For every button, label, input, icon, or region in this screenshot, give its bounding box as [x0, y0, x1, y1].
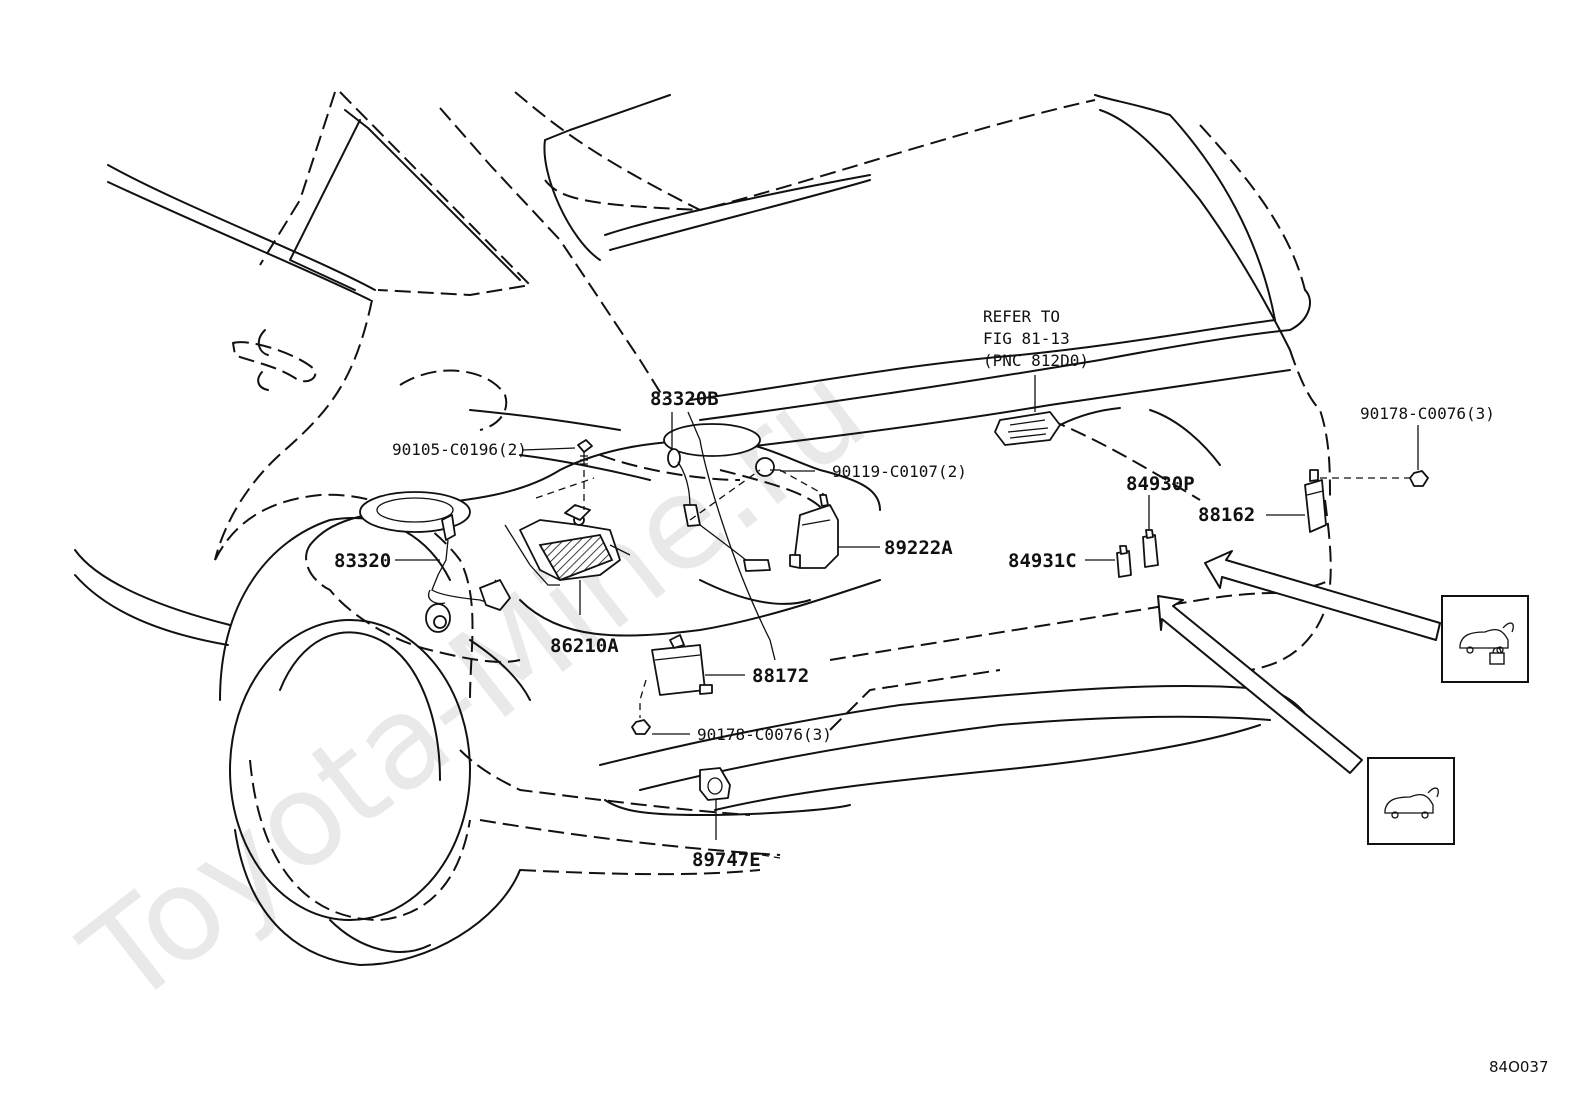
- fuel-tank: [305, 369, 881, 663]
- label-88162: 88162: [1198, 504, 1255, 526]
- figure-id: 84O037: [1489, 1058, 1549, 1076]
- reference-line-1: REFER TO: [983, 307, 1060, 326]
- sensor-89747E: [699, 767, 781, 859]
- leader-lines: [395, 375, 1419, 840]
- label-84931C: 84931C: [1008, 550, 1077, 572]
- label-88172: 88172: [752, 665, 809, 687]
- view-arrows: [1157, 550, 1441, 774]
- label-84930P: 84930P: [1126, 473, 1195, 495]
- module-88172: [639, 634, 713, 718]
- sensor-83320B: [667, 448, 771, 572]
- label-90178-lower: 90178-C0076(3): [697, 725, 832, 744]
- switch-84930P: [1142, 529, 1159, 568]
- reference-line-2: FIG 81-13: [983, 329, 1070, 348]
- module-88162: [1304, 469, 1415, 533]
- label-90178-upper: 90178-C0076(3): [1360, 404, 1495, 423]
- bolt-90119: [689, 457, 826, 521]
- label-83320: 83320: [334, 550, 391, 572]
- label-90105: 90105-C0196(2): [392, 440, 527, 459]
- bolt-90105: [535, 439, 595, 510]
- label-83320B: 83320B: [650, 388, 719, 410]
- label-90119: 90119-C0107(2): [832, 462, 967, 481]
- switch-84931C: [1116, 545, 1132, 578]
- license-lamp-ref: [994, 407, 1121, 446]
- label-89222A: 89222A: [884, 537, 953, 559]
- fuel-sender-gauge-83320: [428, 514, 511, 611]
- label-86210A: 86210A: [550, 635, 619, 657]
- module-89222A: [789, 494, 839, 569]
- label-89747E: 89747E: [692, 849, 761, 871]
- nut-90178-upper: [1409, 470, 1429, 487]
- vehicle-rear-lock-icon: [1441, 595, 1529, 683]
- nut-90178-lower: [631, 719, 651, 735]
- vehicle-rear-icon: [1367, 757, 1455, 845]
- reference-line-3: (PNC 812D0): [983, 351, 1089, 370]
- part-labels: REFER TO FIG 81-13 (PNC 812D0) 83320B 90…: [334, 307, 1549, 1076]
